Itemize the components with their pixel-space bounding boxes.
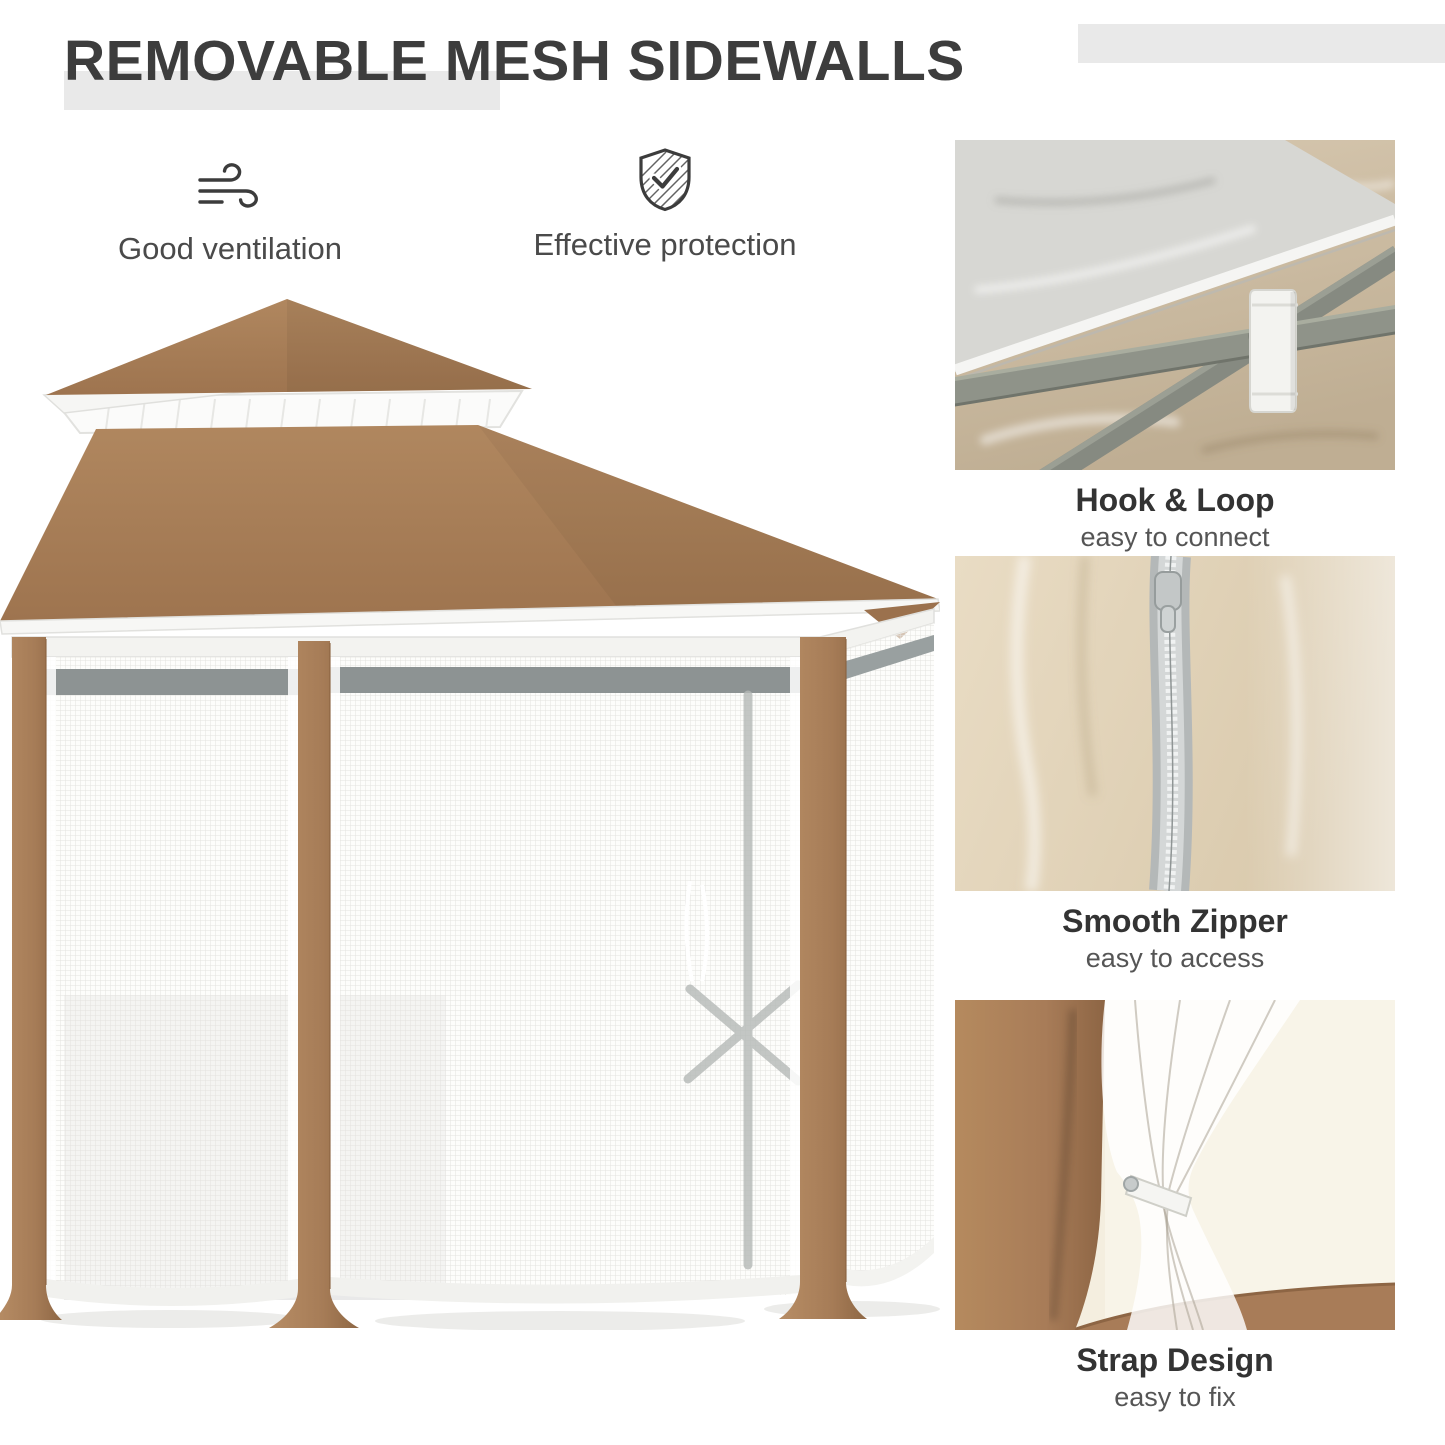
- detail-title: Smooth Zipper: [1062, 903, 1288, 939]
- detail-subtitle: easy to fix: [1114, 1381, 1236, 1412]
- hook-loop-photo: [955, 140, 1395, 470]
- detail-title: Hook & Loop: [1075, 482, 1275, 518]
- detail-subtitle: easy to connect: [1080, 521, 1270, 552]
- detail-subtitle: easy to access: [1085, 942, 1265, 973]
- shield-check-icon: [636, 146, 694, 212]
- zipper-photo: [955, 556, 1395, 891]
- feature-good-ventilation: Good ventilation: [75, 150, 385, 266]
- detail-title: Strap Design: [1076, 1342, 1274, 1378]
- wind-icon: [194, 150, 266, 216]
- detail-card-strap-design: Strap Design easy to fix: [955, 1000, 1395, 1413]
- gazebo-illustration: [0, 285, 940, 1330]
- feature-effective-protection: Effective protection: [500, 146, 830, 262]
- title-accent-block: [64, 71, 500, 110]
- detail-card-hook-loop: Hook & Loop easy to connect: [955, 140, 1395, 553]
- detail-card-smooth-zipper: Smooth Zipper easy to access: [955, 556, 1395, 974]
- feature-label: Good ventilation: [117, 231, 343, 266]
- feature-label: Effective protection: [533, 227, 797, 262]
- corner-accent-block: [1078, 24, 1445, 63]
- page-title: REMOVABLE MESH SIDEWALLS: [64, 29, 965, 93]
- strap-photo: [955, 1000, 1395, 1330]
